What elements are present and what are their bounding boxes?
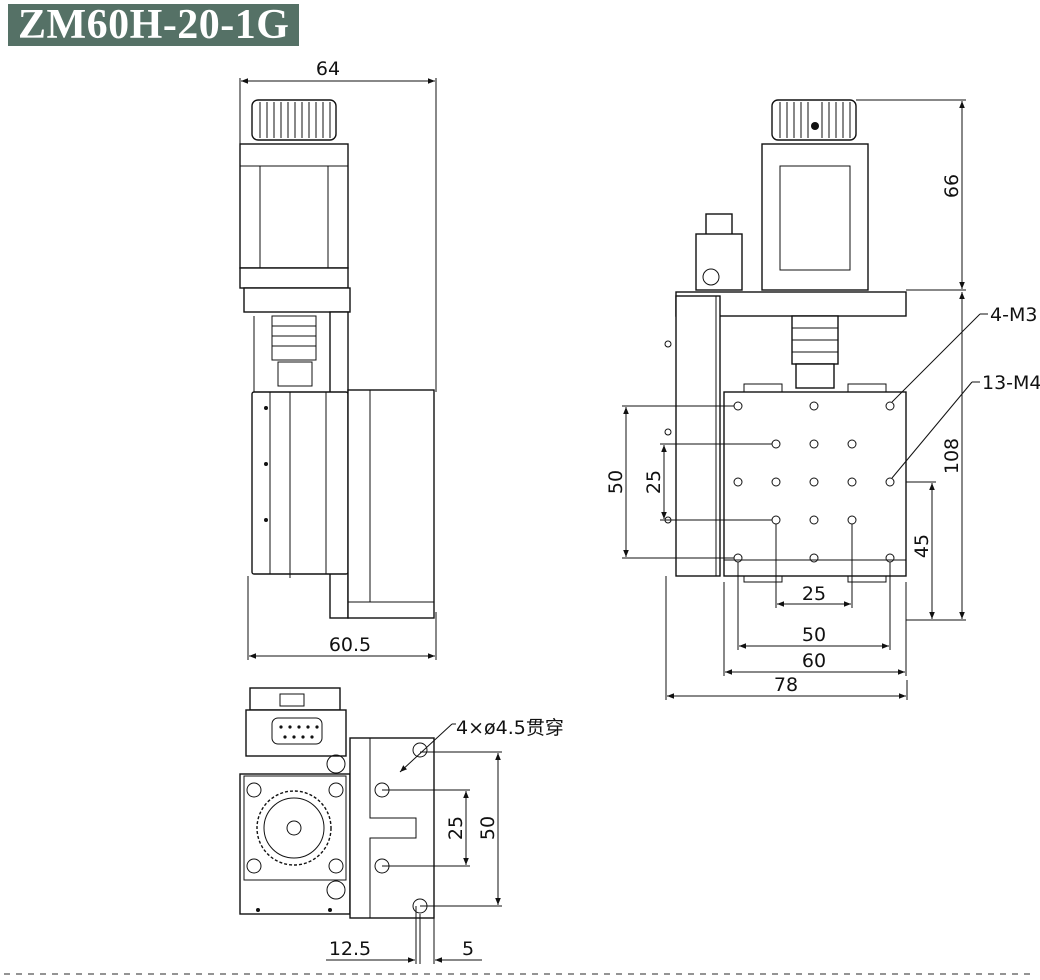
knob	[251, 99, 337, 141]
bracket	[347, 389, 435, 619]
dim-64	[239, 78, 437, 392]
motor-body	[239, 143, 351, 313]
front-knob	[771, 99, 857, 141]
dim-label-v50: 50	[605, 470, 627, 494]
dim-label-12-5: 12.5	[329, 938, 371, 960]
motor-top	[239, 754, 351, 915]
callout-4-m3: 4-M3	[990, 304, 1037, 326]
dim-60-5	[247, 576, 437, 660]
top-view: 4×ø4.5贯穿 25 50 12.5 5	[239, 687, 564, 964]
dim-label-v25: 25	[643, 470, 665, 494]
dim-label-h60: 60	[802, 650, 826, 672]
dim-label-45: 45	[911, 534, 933, 558]
dim-label-h25: 25	[802, 583, 826, 605]
stage-table	[723, 383, 907, 583]
dim-label-h78: 78	[774, 674, 798, 696]
front-view: 4-M3 13-M4 66 108 45 50 25 25	[605, 99, 1040, 700]
dim-label-64: 64	[316, 58, 340, 80]
coupling	[253, 315, 331, 392]
front-side-plate	[675, 295, 721, 577]
dim-label-top-v50: 50	[477, 816, 499, 840]
bracket-top	[349, 737, 435, 919]
dim-label-60-5: 60.5	[329, 634, 371, 656]
front-coupling	[791, 315, 839, 389]
dim-label-5: 5	[462, 938, 474, 960]
callout-13-m4: 13-M4	[982, 372, 1040, 394]
callout-hole: 4×ø4.5贯穿	[456, 717, 564, 739]
product-title: ZM60H-20-1G	[8, 4, 300, 46]
side-view: 64 60.5	[239, 58, 437, 660]
dim-label-108: 108	[941, 438, 963, 474]
stage-body	[251, 391, 349, 578]
dim-label-h50: 50	[802, 624, 826, 646]
db9-connector	[245, 687, 347, 757]
dim-label-66: 66	[941, 174, 963, 198]
connector	[695, 213, 743, 291]
dim-label-top-v25: 25	[445, 816, 467, 840]
